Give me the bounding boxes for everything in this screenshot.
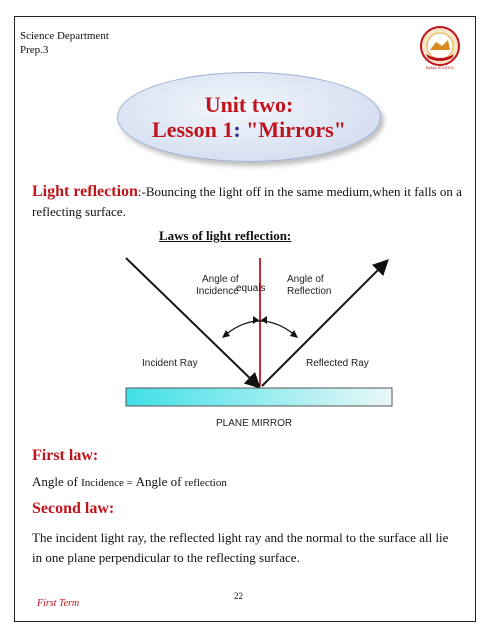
first-law-part-d: reflection (184, 477, 227, 489)
second-law-text: The incident light ray, the reflected li… (32, 530, 449, 565)
label-equals: equals (236, 283, 265, 294)
label-angle-incidence-1: Angle of (202, 274, 239, 285)
first-law-part-a: Angle of (32, 474, 82, 489)
label-angle-incidence-2: Incidence (196, 286, 239, 297)
label-angle-reflection-1: Angle of (287, 274, 324, 285)
title-ellipse: Unit two: Lesson 1: "Mirrors" (117, 72, 381, 162)
header-block: Science Department Prep.3 (20, 29, 109, 57)
definition-text: :-Bouncing the light off in the same med… (32, 184, 462, 219)
first-law-text: Angle of Incidence = Angle of reflection (32, 472, 472, 493)
arc-arrow-right-icon (290, 330, 298, 338)
lesson-colon: : (233, 117, 247, 142)
angle-arc (223, 320, 297, 337)
reflection-diagram: Angle of Incidence equals Angle of Refle… (125, 257, 393, 429)
footer-term: First Term (37, 598, 80, 609)
first-law-part-b: Incidence = (81, 477, 136, 489)
page-number: 22 (234, 591, 243, 601)
department-label: Science Department (20, 30, 109, 42)
label-reflected-ray: Reflected Ray (306, 358, 369, 369)
definition-paragraph: Light reflection:-Bouncing the light off… (32, 182, 472, 222)
label-angle-reflection-2: Reflection (287, 286, 331, 297)
page-border (14, 16, 476, 622)
plane-mirror (125, 387, 393, 407)
lesson-title: Lesson 1: "Mirrors" (152, 117, 346, 142)
label-plane-mirror: PLANE MIRROR (216, 418, 292, 429)
first-law-part-c: Angle of (135, 474, 185, 489)
reflected-ray (261, 259, 389, 387)
equals-arrow-left-icon (253, 316, 259, 324)
first-law-heading: First law: (32, 447, 99, 464)
arc-arrow-left-icon (222, 330, 230, 338)
second-law-heading: Second law: (32, 500, 115, 517)
incident-ray (125, 257, 261, 389)
lesson-topic: "Mirrors" (246, 117, 346, 142)
logo-text: SAMA SCHOOL (425, 65, 455, 70)
unit-title: Unit two: (204, 92, 294, 117)
definition-term: Light reflection (32, 183, 138, 200)
equals-arrow-right-icon (261, 316, 267, 324)
grade-label: Prep.3 (20, 44, 49, 56)
label-incident-ray: Incident Ray (142, 358, 198, 369)
laws-title: Laws of light reflection: (159, 228, 292, 243)
lesson-prefix: Lesson 1 (152, 117, 234, 142)
school-logo-icon: SAMA SCHOOL (420, 26, 460, 70)
